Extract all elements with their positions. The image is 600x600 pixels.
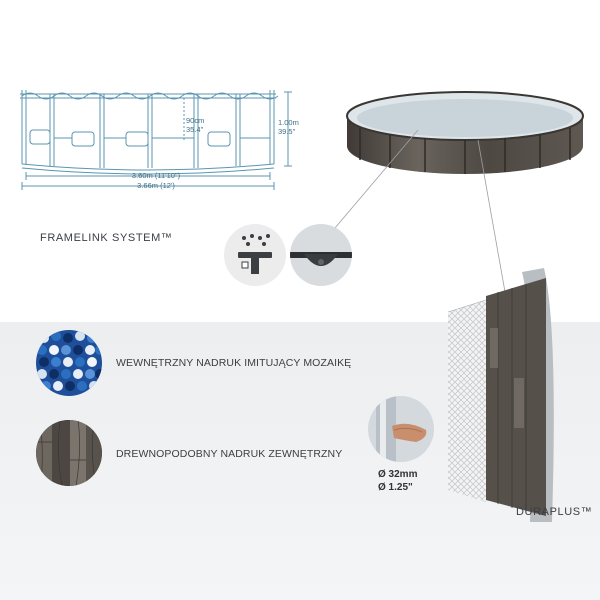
pool-dimension-diagram xyxy=(20,90,292,190)
water-height-label: 90cm 35.4" xyxy=(186,116,204,134)
pipe-closeup-circle xyxy=(368,396,434,462)
water-connector-icon xyxy=(238,234,272,274)
outer-width-label: 3.66m (12') xyxy=(137,181,175,190)
feature-label-wood: DREWNOPODOBNY NADRUK ZEWNĘTRZNY xyxy=(116,448,343,460)
pipe-grip-icon xyxy=(376,396,427,462)
mosaic-swatch-icon xyxy=(36,330,102,396)
pool-photo xyxy=(346,91,584,174)
pipe-diameter-in: Ø 1.25" xyxy=(378,482,413,493)
total-height-metric: 1.00m xyxy=(278,118,299,127)
pipe-diameter: Ø 32mm Ø 1.25" xyxy=(378,468,417,494)
total-height-label: 1.00m 39.5" xyxy=(278,118,299,136)
inner-width-label: 3.60m (11'10") xyxy=(131,171,181,180)
total-height-imperial: 39.5" xyxy=(278,127,296,136)
frame-bracket-icon xyxy=(290,252,352,266)
wood-swatch-icon xyxy=(36,420,102,486)
duraplus-material-layers xyxy=(447,268,554,522)
bracket-photo-circle xyxy=(290,224,352,286)
pipe-diameter-mm: Ø 32mm xyxy=(378,469,418,480)
feature-label-mosaic: WEWNĘTRZNY NADRUK IMITUJĄCY MOZAIKĘ xyxy=(116,357,352,369)
duraplus-title: DURAPLUS™ xyxy=(516,506,593,518)
water-height-metric: 90cm xyxy=(186,116,205,125)
water-height-imperial: 35.4" xyxy=(186,125,204,134)
framelink-title: FRAMELINK SYSTEM™ xyxy=(40,232,173,244)
connector-icon-circle xyxy=(224,224,286,286)
